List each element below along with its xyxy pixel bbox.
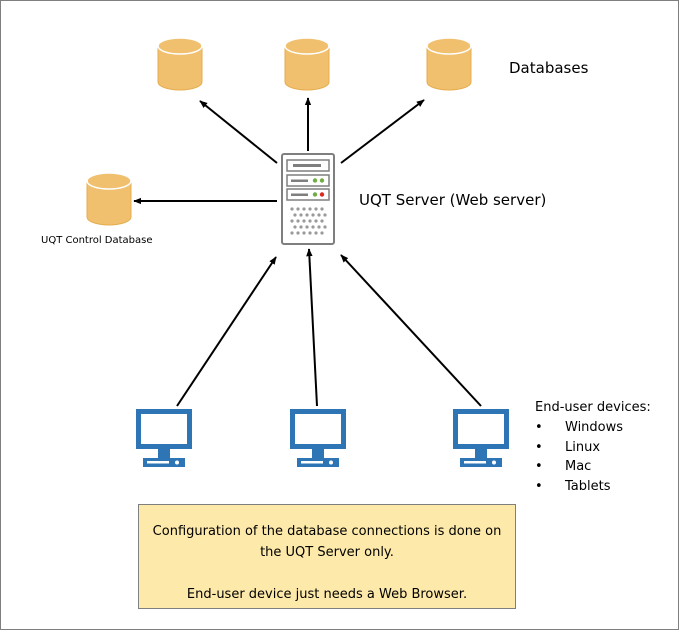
arrow-server-to-database-3 [340,99,425,164]
note-line-1: Configuration of the database connection… [152,524,502,539]
desktop-computer-icon [136,409,192,467]
device-item-linux: Linux [535,438,651,458]
arrow-device-3-to-server [340,254,482,407]
device-item-windows: Windows [535,418,651,438]
control-database-cylinder-icon [86,172,132,226]
note-line-3: End-user device just needs a Web Browser… [186,587,468,602]
devices-heading: End-user devices: [535,400,651,415]
note-line-2: the UQT Server only. [260,545,394,560]
arrow-device-1-to-server [176,256,277,407]
server-label: UQT Server (Web server) [359,191,547,209]
end-user-devices-list: End-user devices: Windows Linux Mac Tabl… [535,400,651,496]
arrow-device-2-to-server [306,248,318,407]
database-cylinder-icon [284,37,330,91]
desktop-computer-icon [453,409,509,467]
desktop-computer-icon [290,409,346,467]
control-database-label: UQT Control Database [41,235,153,246]
database-cylinder-icon [157,37,203,91]
database-cylinder-icon [426,37,472,91]
device-item-mac: Mac [535,457,651,477]
device-item-tablets: Tablets [535,477,651,497]
server-rack-icon [281,153,335,245]
configuration-note: Configuration of the database connection… [138,504,516,609]
arrow-server-to-database-1 [199,100,278,164]
databases-label: Databases [509,59,589,77]
